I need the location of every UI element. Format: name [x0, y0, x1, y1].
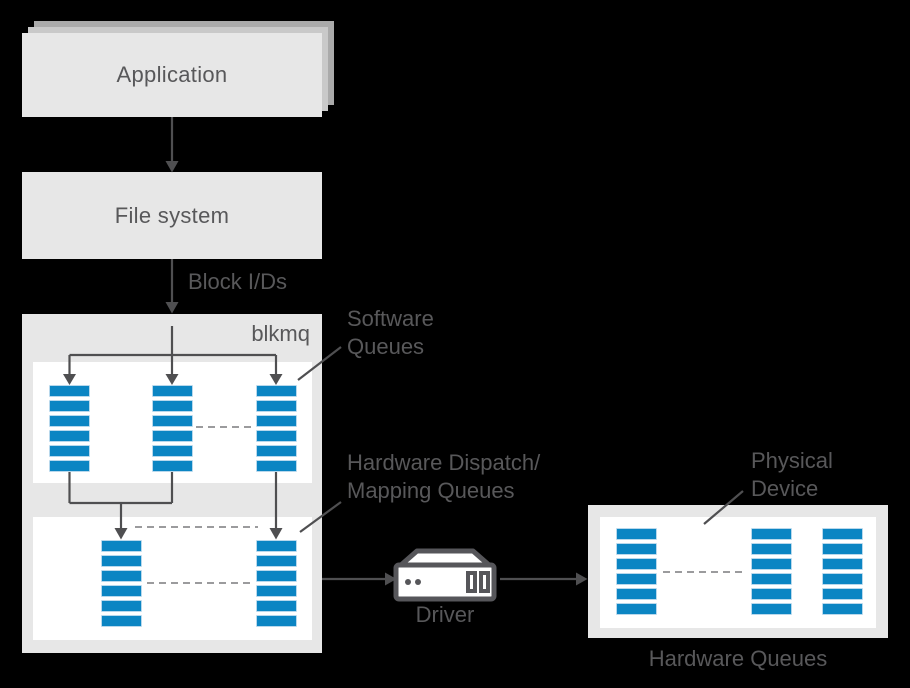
queue-segment	[751, 588, 792, 600]
physical-device-line1: Physical	[751, 448, 833, 473]
queue-segment	[256, 540, 297, 552]
queue-segment	[822, 573, 863, 585]
queue-segment	[751, 558, 792, 570]
queue-segment	[616, 573, 657, 585]
queue-segment	[101, 615, 142, 627]
software-queues-line2: Queues	[347, 334, 425, 359]
queue-segment	[152, 385, 193, 397]
queue-segment	[256, 415, 297, 427]
queue-segment	[616, 543, 657, 555]
queue-segment	[256, 570, 297, 582]
hardware-queues-panel	[600, 517, 876, 628]
queue-segment	[256, 600, 297, 612]
software-queues-label: Software Queues	[347, 305, 434, 361]
queue-segment	[101, 570, 142, 582]
block-ios-label: Block I/Ds	[188, 269, 288, 294]
queue-segment	[616, 603, 657, 615]
hardware-dispatch-label: Hardware Dispatch/ Mapping Queues	[347, 449, 540, 505]
queue-segment	[751, 603, 792, 615]
hardware-queue-stack	[822, 528, 863, 615]
arrowhead-down-icon	[165, 302, 179, 314]
queue-segment	[256, 385, 297, 397]
queue-segment	[101, 600, 142, 612]
driver-label: Driver	[415, 602, 475, 627]
physical-device-label: Physical Device	[751, 447, 833, 503]
queue-segment	[822, 558, 863, 570]
software-queue-stack	[152, 385, 193, 472]
queue-segment	[49, 460, 90, 472]
file-system-label: File system	[114, 202, 230, 228]
queue-segment	[152, 400, 193, 412]
queue-segment	[256, 585, 297, 597]
physical-device-line2: Device	[751, 476, 819, 501]
queue-segment	[616, 558, 657, 570]
queue-segment	[616, 588, 657, 600]
queue-segment	[616, 528, 657, 540]
queue-segment	[256, 615, 297, 627]
queue-segment	[49, 430, 90, 442]
dispatch-queues-panel	[33, 517, 312, 640]
hardware-dispatch-line2: Mapping Queues	[347, 478, 515, 503]
queue-segment	[256, 430, 297, 442]
queue-segment	[822, 603, 863, 615]
queue-segment	[101, 540, 142, 552]
queue-segment	[822, 543, 863, 555]
queue-segment	[152, 460, 193, 472]
queue-segment	[152, 415, 193, 427]
queue-segment	[49, 445, 90, 457]
queue-segment	[256, 555, 297, 567]
queue-segment	[256, 400, 297, 412]
queue-segment	[101, 555, 142, 567]
hardware-queue-stack	[751, 528, 792, 615]
hardware-queue-stack	[616, 528, 657, 615]
dispatch-queue-stack	[101, 540, 142, 627]
hardware-dispatch-line1: Hardware Dispatch/	[347, 450, 541, 475]
application-label: Application	[116, 62, 228, 87]
queue-segment	[822, 528, 863, 540]
queue-segment	[152, 445, 193, 457]
queue-segment	[256, 460, 297, 472]
arrowhead-right-icon	[576, 572, 588, 586]
software-queues-line1: Software	[347, 306, 434, 331]
software-queue-stack	[49, 385, 90, 472]
blkmq-label: blkmq	[251, 321, 310, 346]
queue-segment	[101, 585, 142, 597]
dispatch-queue-stack	[256, 540, 297, 627]
queue-segment	[751, 573, 792, 585]
queue-segment	[751, 528, 792, 540]
queue-segment	[822, 588, 863, 600]
arrowhead-down-icon	[165, 161, 179, 173]
queue-segment	[256, 445, 297, 457]
queue-segment	[49, 385, 90, 397]
queue-segment	[49, 400, 90, 412]
queue-segment	[49, 415, 90, 427]
file-system-node: File system	[22, 172, 322, 259]
software-queue-stack	[256, 385, 297, 472]
driver-icon	[393, 548, 497, 602]
software-queues-panel	[33, 362, 312, 483]
queue-segment	[751, 543, 792, 555]
hardware-queues-label: Hardware Queues	[648, 646, 828, 671]
queue-segment	[152, 430, 193, 442]
application-node: Application	[22, 33, 322, 117]
